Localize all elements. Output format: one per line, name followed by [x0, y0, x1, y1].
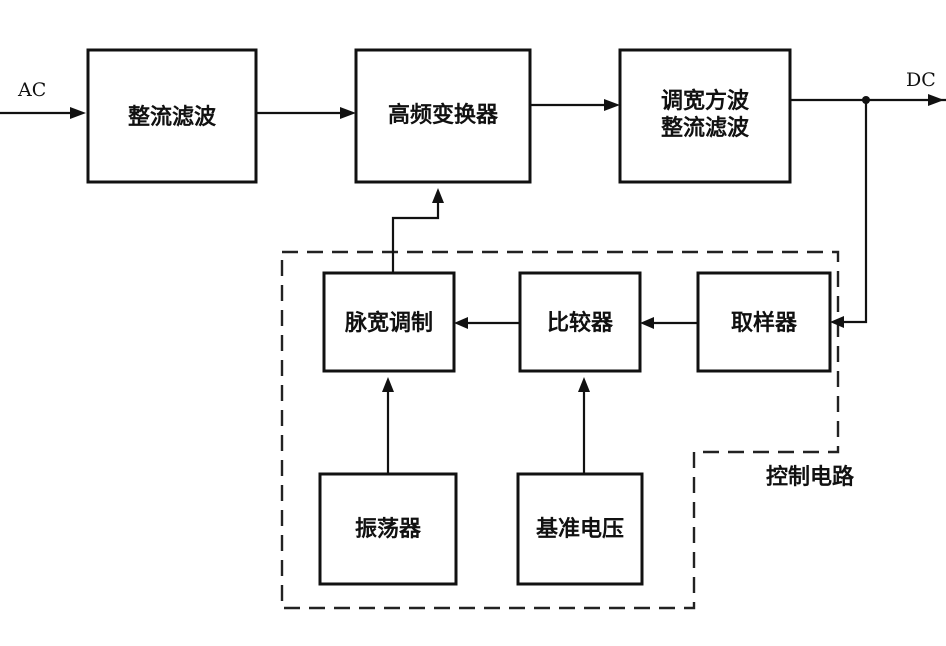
- block-rectifier-filter: 整流滤波: [86, 48, 258, 184]
- output-stage-label-line1: 调宽方波: [661, 88, 750, 114]
- control-circuit-boundary: [280, 250, 840, 610]
- block-hf-converter: 高频变换器: [354, 48, 532, 184]
- block-reference: 基准电压: [516, 472, 644, 586]
- arrowheads: [70, 94, 944, 392]
- control-circuit-label: 控制电路: [766, 464, 855, 490]
- comparator-label: 比较器: [547, 310, 614, 336]
- oscillator-label: 振荡器: [355, 516, 422, 542]
- junction-dot: [862, 96, 870, 104]
- arrowhead-to-converter-up: [432, 188, 444, 203]
- arrowhead-to-comparator: [640, 317, 654, 329]
- output-label-dc: DC: [906, 69, 936, 91]
- arrowhead-reference-up: [578, 377, 590, 392]
- sampler-label: 取样器: [731, 310, 798, 336]
- block-oscillator: 振荡器: [318, 472, 458, 586]
- arrowhead-dc-out: [928, 94, 944, 106]
- block-sampler: 取样器: [696, 271, 832, 373]
- rectifier-filter-label: 整流滤波: [128, 104, 217, 130]
- hf-converter-label: 高频变换器: [388, 102, 499, 128]
- wire-pwm-to-converter: [391, 198, 440, 273]
- arrowhead-to-sampler: [830, 316, 844, 328]
- block-pwm: 脉宽调制: [322, 271, 456, 373]
- arrowhead-to-pwm: [454, 317, 468, 329]
- output-stage-label-line2: 整流滤波: [661, 115, 750, 141]
- block-output-stage: 调宽方波 整流滤波: [618, 48, 792, 184]
- input-label-ac: AC: [17, 79, 46, 101]
- arrowhead-to-converter: [340, 107, 356, 119]
- reference-label: 基准电压: [536, 517, 624, 542]
- wire-feedback: [836, 100, 868, 324]
- block-comparator: 比较器: [518, 271, 642, 373]
- arrowhead-ac-in: [70, 107, 86, 119]
- arrowhead-to-output-stage: [604, 99, 620, 111]
- pwm-label: 脉宽调制: [344, 310, 433, 336]
- arrowhead-oscillator-up: [382, 377, 394, 392]
